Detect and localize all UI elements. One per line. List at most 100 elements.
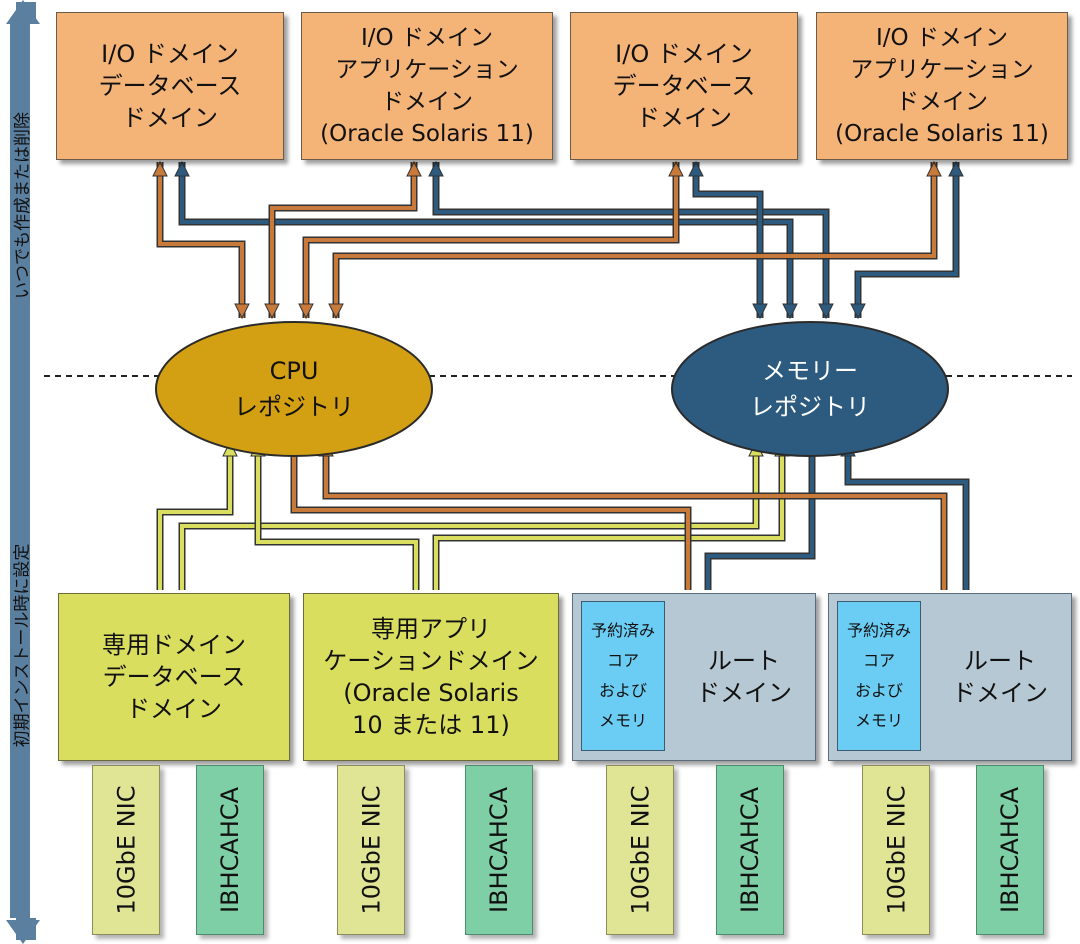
- wire-root2-mem-outline: [844, 442, 970, 590]
- hca-card-1: IBHCAHCA: [196, 765, 264, 935]
- wire-app-cpu-outline: [254, 442, 420, 590]
- hca-card-4: IBHCAHCA: [976, 765, 1044, 935]
- wire-app-cpu: [256, 442, 418, 590]
- wire-io1-cpu-head-end: [234, 303, 250, 320]
- io-domain-4: I/O ドメイン アプリケーション ドメイン (Oracle Solaris 1…: [816, 12, 1068, 160]
- wire-io2-cpu-head-end: [264, 303, 280, 320]
- nic-card-1: 10GbE NIC: [92, 765, 160, 935]
- wire-io1-mem-head-start: [174, 160, 190, 177]
- hca-card-2: IBHCAHCA: [465, 765, 533, 935]
- io-domain-2-line-4: (Oracle Solaris 11): [320, 121, 534, 147]
- dedicated-app-line-1: 専用アプリ: [371, 615, 491, 643]
- nic-card-2: 10GbE NIC: [337, 765, 405, 935]
- wire-ded1-cpu-outline: [156, 442, 234, 590]
- side-label-bottom-text: 初期インストール時に設定: [12, 543, 33, 747]
- cpu-repository-line-1: CPU: [269, 357, 319, 385]
- io-domain-3-text: I/O ドメイン データベース ドメイン: [613, 38, 756, 134]
- nic-card-4-label: 10GbE NIC: [882, 785, 911, 915]
- wire-ded1-mem: [180, 442, 758, 590]
- cpu-repository-line-2: レポジトリ: [234, 393, 354, 421]
- root-domain-1-label: ルート ドメイン: [673, 594, 815, 760]
- io-domain-4-line-1: I/O ドメイン: [876, 25, 1008, 51]
- io-domain-3-line-1: I/O ドメイン: [615, 40, 753, 68]
- root-1-line-2: ドメイン: [696, 679, 792, 707]
- wire-io4-mem-head-start: [948, 160, 964, 177]
- wire-io4-cpu-head-end: [328, 303, 344, 320]
- io-domain-3-line-2: データベース: [612, 72, 756, 100]
- wire-io2-mem: [434, 162, 828, 318]
- wire-root1-mem-outline: [704, 442, 816, 590]
- cpu-repository-label: CPU レポジトリ: [156, 321, 432, 457]
- dedicated-db-line-3: ドメイン: [126, 695, 222, 723]
- io-domain-1-text: I/O ドメイン データベース ドメイン: [99, 38, 242, 134]
- io-domain-2: I/O ドメイン アプリケーション ドメイン (Oracle Solaris 1…: [301, 12, 553, 160]
- root-domain-1: 予約済み コア および メモリ ルート ドメイン: [572, 593, 816, 761]
- reserved-1-line-1: 予約済み: [590, 621, 655, 640]
- wire-io2-cpu: [270, 162, 416, 318]
- root-2-line-2: ドメイン: [952, 679, 1048, 707]
- wire-io2-mem-head-end: [818, 303, 834, 320]
- io-domain-1: I/O ドメイン データベース ドメイン: [56, 12, 284, 160]
- hca-card-1-label: IBHCAHCA: [216, 787, 244, 913]
- wire-io4-cpu: [334, 162, 936, 318]
- dedicated-application-domain-text: 専用アプリ ケーションドメイン (Oracle Solaris 10 または 1…: [323, 613, 539, 741]
- root-domain-2: 予約済み コア および メモリ ルート ドメイン: [828, 593, 1072, 761]
- nic-card-4: 10GbE NIC: [862, 765, 930, 935]
- io-domain-4-line-4: (Oracle Solaris 11): [835, 121, 1049, 147]
- wire-io3-cpu-head-start: [668, 160, 684, 177]
- dedicated-database-domain-text: 専用ドメイン データベース ドメイン: [102, 629, 246, 725]
- wire-io1-cpu-outline: [156, 162, 246, 318]
- cpu-repository-ellipse: [155, 321, 433, 457]
- reserved-2-line-3: および: [854, 681, 903, 700]
- side-double-arrow: [10, 2, 36, 940]
- io-domain-4-text: I/O ドメイン アプリケーション ドメイン (Oracle Solaris 1…: [835, 22, 1049, 150]
- memory-repository-ellipse: [671, 321, 949, 457]
- wire-io3-cpu-head-end: [298, 303, 314, 320]
- root-2-line-1: ルート: [964, 647, 1036, 675]
- wire-root1-cpu-outline: [290, 442, 692, 590]
- dedicated-database-domain: 専用ドメイン データベース ドメイン: [58, 593, 290, 761]
- wire-io1-mem: [180, 162, 792, 318]
- reserved-1-line-2: コア: [606, 651, 639, 670]
- io-domain-2-line-2: アプリケーション: [335, 57, 519, 83]
- io-domain-1-line-1: I/O ドメイン: [101, 40, 239, 68]
- wire-io2-cpu-head-start: [406, 160, 422, 177]
- memory-repository-label: メモリー レポジトリ: [672, 321, 948, 457]
- side-label-bottom: 初期インストール時に設定: [0, 385, 40, 905]
- io-domain-4-line-3: ドメイン: [895, 89, 988, 115]
- reserved-2-line-1: 予約済み: [846, 621, 911, 640]
- wire-io4-mem-head-end: [850, 303, 866, 320]
- dedicated-app-line-3: (Oracle Solaris: [343, 679, 519, 707]
- io-domain-4-line-2: アプリケーション: [850, 57, 1034, 83]
- wire-app-mem: [434, 442, 784, 590]
- nic-card-3: 10GbE NIC: [606, 765, 674, 935]
- side-label-top: いつでも作成または削除: [0, 40, 40, 370]
- io-domain-2-text: I/O ドメイン アプリケーション ドメイン (Oracle Solaris 1…: [320, 22, 534, 150]
- reserved-core-memory-2: 予約済み コア および メモリ: [837, 601, 921, 751]
- wire-io4-mem-outline: [854, 162, 960, 318]
- wire-root1-cpu: [292, 442, 690, 590]
- side-arrow-head-top: [6, 0, 40, 24]
- wire-io3-mem-head-end: [752, 303, 768, 320]
- dedicated-db-line-1: 専用ドメイン: [102, 631, 246, 659]
- dedicated-app-line-2: ケーションドメイン: [323, 647, 539, 675]
- side-arrow-head-bottom: [6, 920, 40, 944]
- io-domain-3-line-3: ドメイン: [636, 104, 732, 132]
- wire-ded1-mem-outline: [178, 442, 760, 590]
- dedicated-db-line-2: データベース: [102, 663, 246, 691]
- wire-root2-mem: [846, 442, 968, 590]
- wire-io1-cpu-head-start: [152, 160, 168, 177]
- memory-repository-line-2: レポジトリ: [750, 393, 870, 421]
- wire-ded1-cpu: [158, 442, 232, 590]
- hca-card-3: IBHCAHCA: [716, 765, 784, 935]
- hca-card-2-label: IBHCAHCA: [485, 787, 513, 913]
- io-domain-2-line-3: ドメイン: [380, 89, 473, 115]
- reserved-1-line-3: および: [598, 681, 647, 700]
- nic-card-3-label: 10GbE NIC: [626, 785, 655, 915]
- io-domain-3: I/O ドメイン データベース ドメイン: [570, 12, 798, 160]
- reserved-2-line-2: コア: [862, 651, 895, 670]
- wire-io2-mem-head-start: [428, 160, 444, 177]
- wire-io4-mem: [856, 162, 958, 318]
